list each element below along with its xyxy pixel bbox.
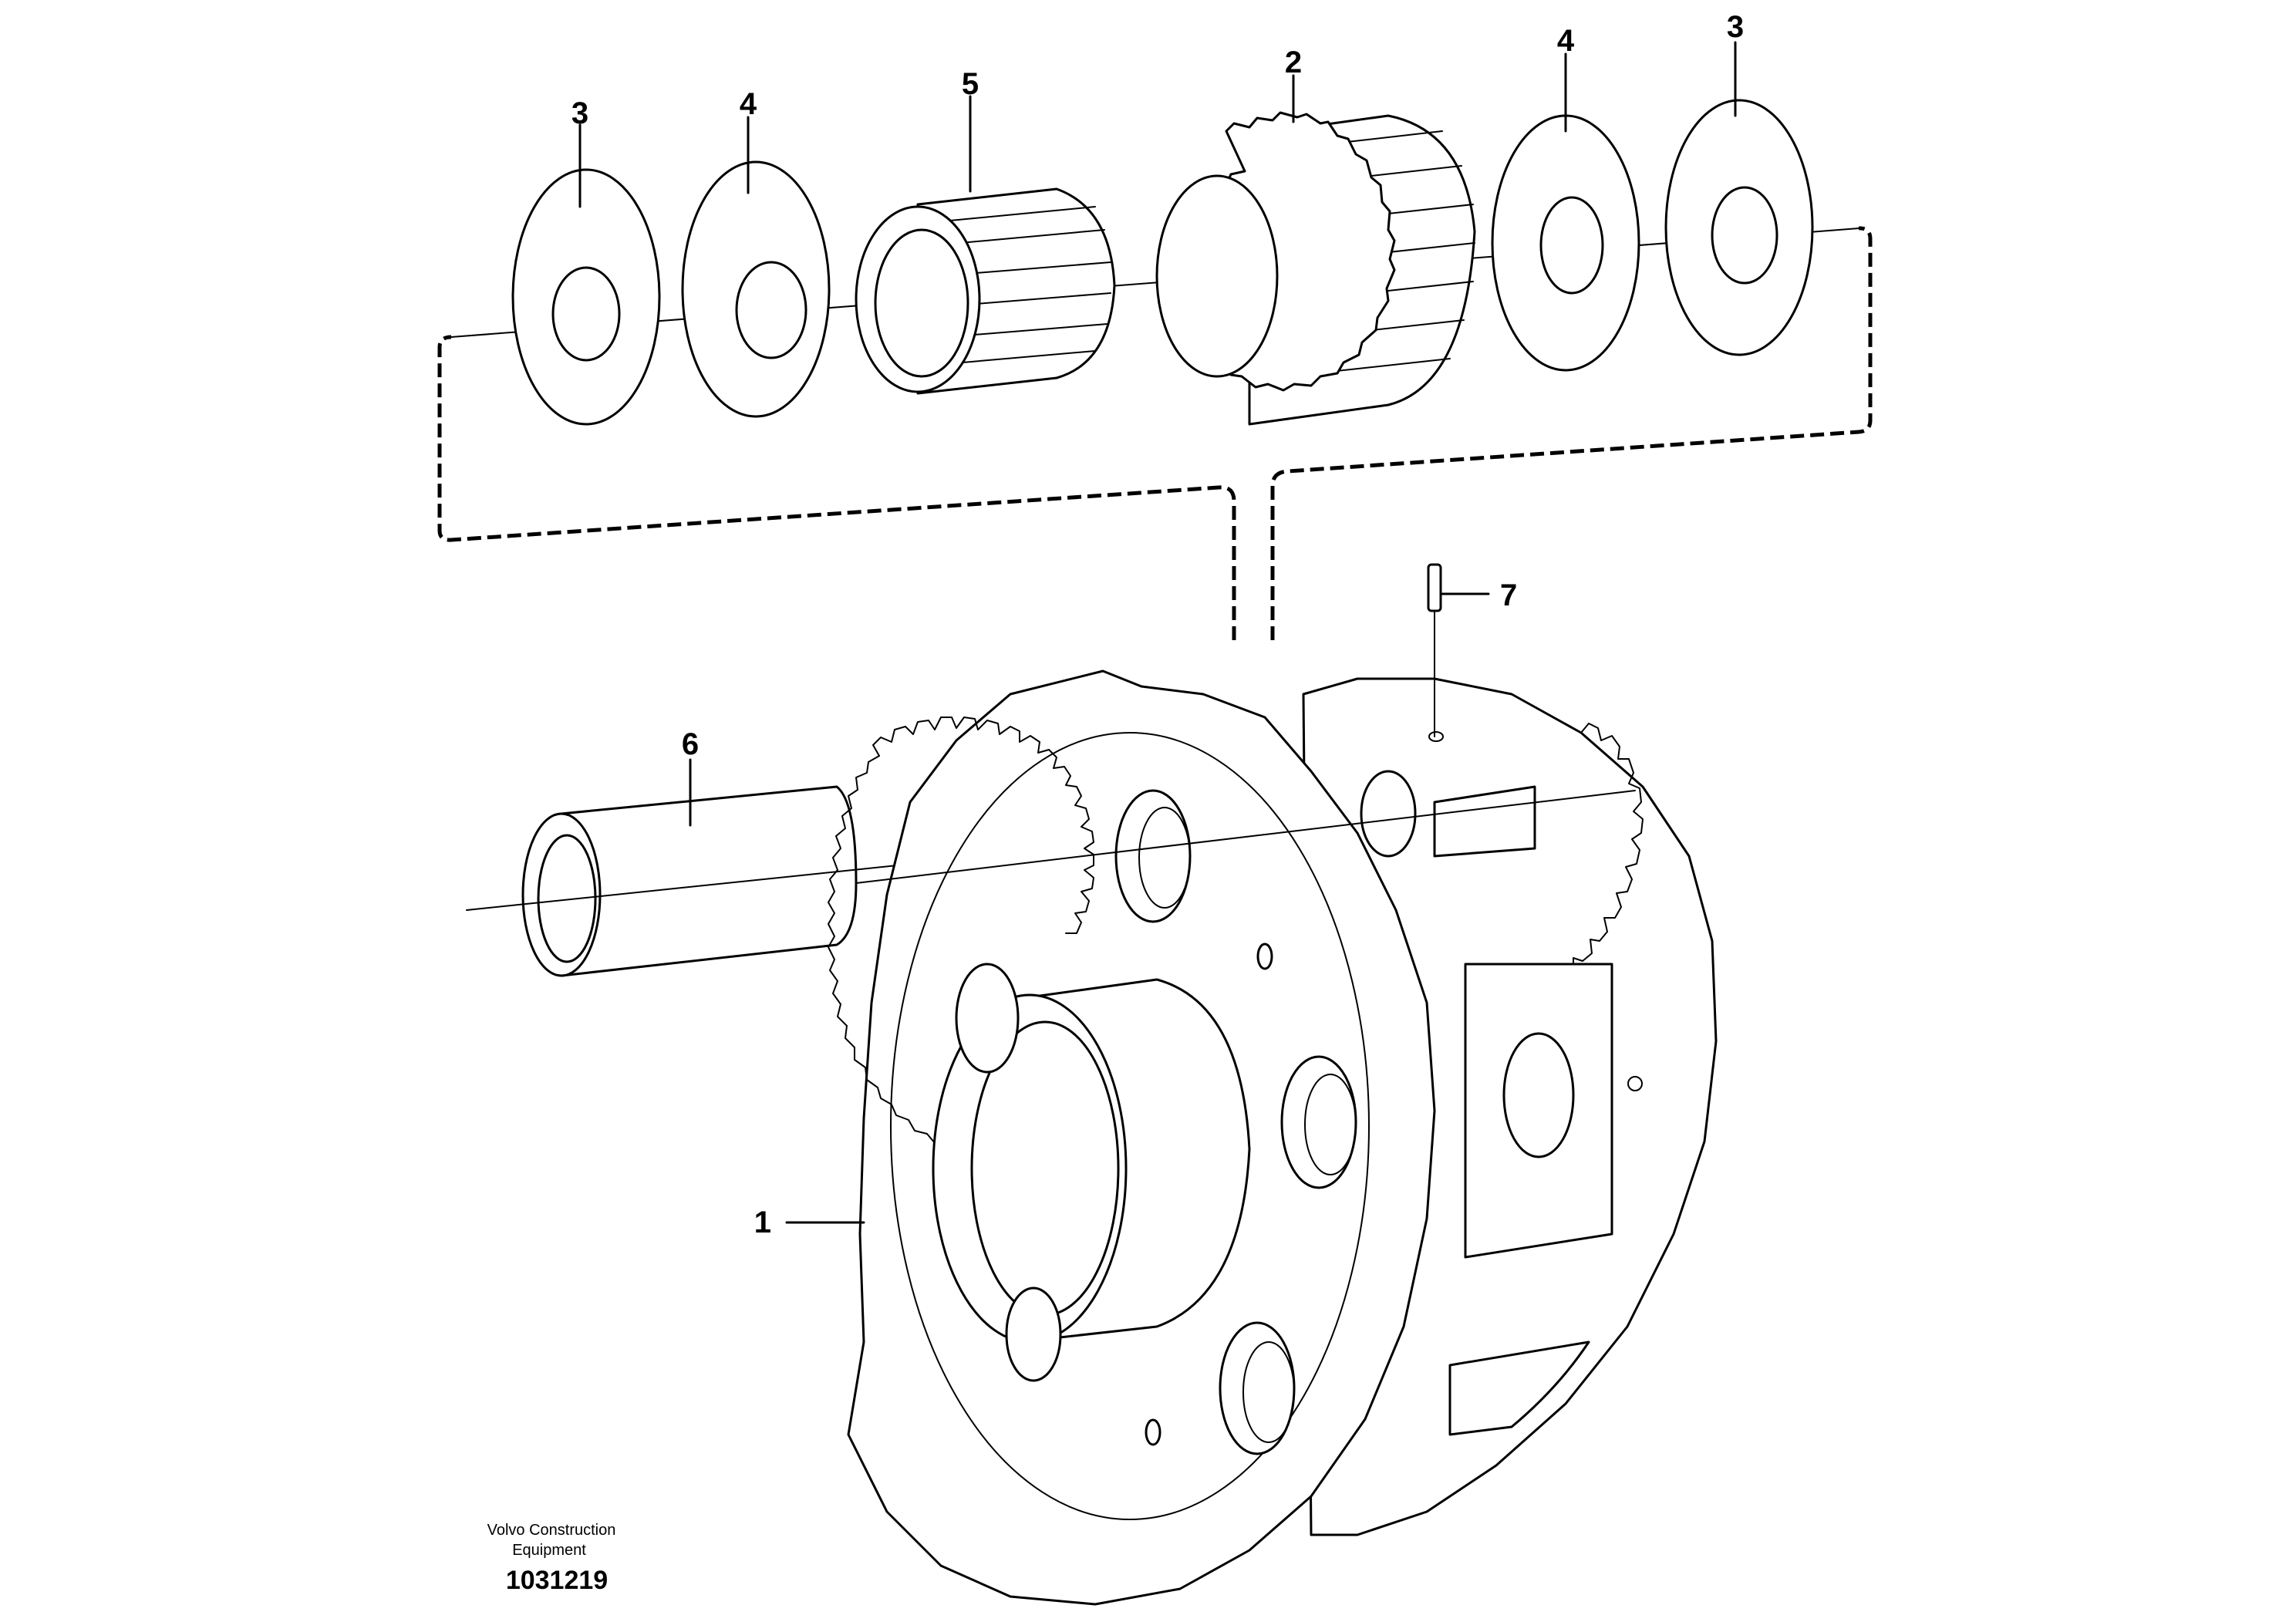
pin-part-6: [466, 785, 1173, 977]
bearing-part-5: [855, 187, 1116, 395]
callout-4-right: 4: [1557, 24, 1575, 58]
manufacturer-line-1: Volvo Construction: [487, 1522, 616, 1539]
assembly-bracket-left: [437, 335, 1236, 640]
shaft-axis-top: [450, 228, 1859, 338]
washer-part-4-right: [1491, 114, 1640, 372]
planet-carrier-part-1: [828, 669, 1718, 1606]
washer-part-4-left: [681, 160, 831, 418]
manufacturer-line-2: Equipment: [512, 1542, 586, 1559]
dowel-pin-part-7: [1427, 563, 1444, 742]
callout-4-left: 4: [740, 87, 757, 121]
illustration-number: 1031219: [506, 1566, 608, 1595]
callout-7: 7: [1500, 578, 1517, 612]
callout-2: 2: [1285, 46, 1302, 79]
washer-part-3-left: [511, 168, 661, 426]
callout-3-right: 3: [1727, 10, 1744, 44]
callout-3-left: 3: [571, 96, 588, 130]
callout-6: 6: [682, 727, 699, 761]
assembly-bracket-right: [1270, 226, 1873, 640]
callout-5: 5: [962, 67, 979, 101]
spur-gear-part-2: [1155, 111, 1476, 426]
washer-part-3-right: [1664, 99, 1814, 356]
leader-lines: [578, 41, 1737, 1224]
callout-1: 1: [754, 1206, 771, 1239]
